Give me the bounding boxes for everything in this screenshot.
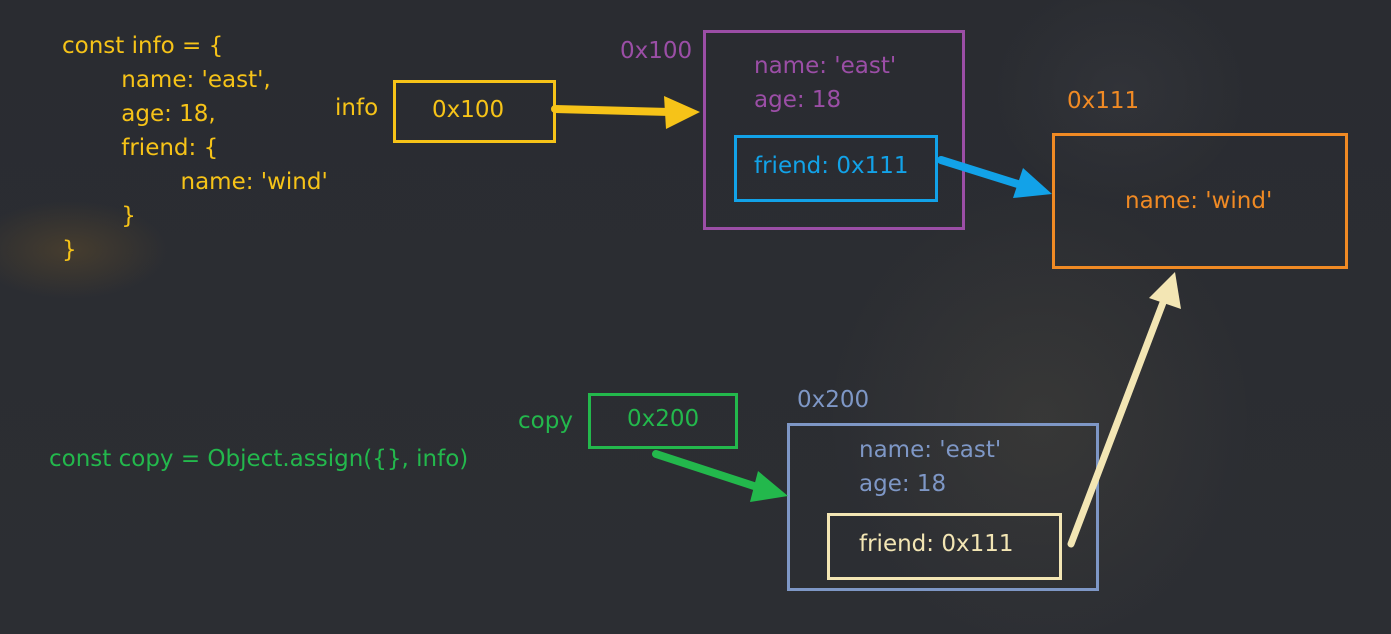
arrow-friend-to-0x111 — [937, 156, 1052, 198]
object-0x200-friend: friend: 0x111 — [859, 531, 1014, 557]
object-address-0x100: 0x100 — [620, 38, 693, 64]
code-line: name: 'east', — [92, 67, 271, 93]
object-0x100-name: name: 'east' — [754, 53, 897, 79]
code-line: const info = { — [62, 33, 224, 59]
object-0x200-age: age: 18 — [859, 471, 947, 497]
arrow-copy-to-0x200 — [652, 450, 788, 502]
object-0x100-age: age: 18 — [754, 87, 842, 113]
arrow-info-to-0x100 — [551, 96, 700, 129]
object-0x100-friend-box — [734, 135, 938, 202]
object-box-0x100 — [703, 30, 965, 230]
code-line: name: 'wind' — [122, 169, 328, 195]
object-box-0x200 — [787, 423, 1099, 591]
info-code-block: const info = { name: 'east', age: 18, fr… — [62, 29, 328, 267]
copy-var-box — [588, 393, 738, 449]
code-line: age: 18, — [92, 101, 216, 127]
arrow-copy-friend-to-0x111 — [1067, 272, 1181, 548]
code-line: friend: { — [92, 135, 219, 161]
object-address-0x200: 0x200 — [797, 387, 870, 413]
copy-code-line: const copy = Object.assign({}, info) — [49, 446, 469, 472]
object-0x100-friend: friend: 0x111 — [754, 153, 909, 179]
object-box-0x111 — [1052, 133, 1348, 269]
copy-var-label: copy — [518, 408, 573, 434]
info-var-value: 0x100 — [432, 97, 505, 123]
copy-var-value: 0x200 — [627, 406, 700, 432]
object-0x200-name: name: 'east' — [859, 437, 1002, 463]
code-line: } — [62, 237, 77, 263]
object-0x200-friend-box — [827, 513, 1062, 580]
code-line: } — [92, 203, 136, 229]
info-var-label: info — [335, 95, 379, 121]
object-0x111-name: name: 'wind' — [1125, 188, 1273, 214]
object-address-0x111: 0x111 — [1067, 88, 1140, 114]
